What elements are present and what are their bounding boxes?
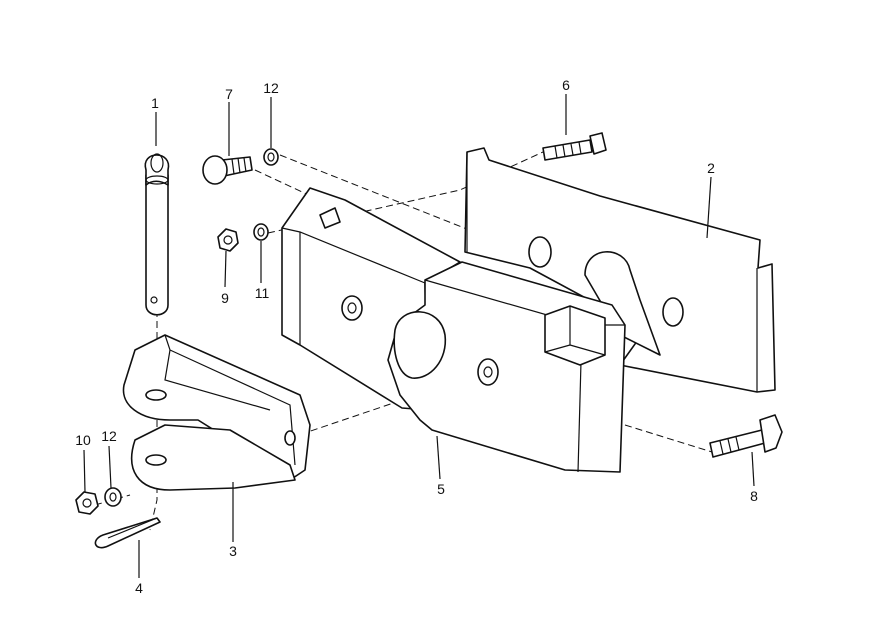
label-part-7: 7 — [225, 86, 233, 102]
bolt-part-6 — [542, 132, 607, 161]
label-part-5: 5 — [437, 481, 445, 497]
weight-block-part-5 — [387, 261, 626, 473]
label-part-12-lower: 12 — [101, 428, 117, 444]
label-part-1: 1 — [151, 95, 159, 111]
bracket-part-3 — [122, 334, 311, 491]
label-part-11: 11 — [255, 285, 270, 301]
washer-part-12-upper — [263, 148, 279, 166]
bolt-part-7 — [202, 155, 253, 185]
label-part-9: 9 — [221, 290, 229, 306]
label-part-10: 10 — [75, 432, 91, 448]
washer-part-11 — [253, 223, 269, 241]
cotter-pin-part-4 — [94, 517, 161, 549]
label-part-6: 6 — [562, 77, 570, 93]
label-part-12-upper: 12 — [263, 80, 279, 96]
bolt-part-8 — [709, 414, 783, 458]
nut-part-9 — [217, 228, 239, 252]
plate-part-2 — [464, 147, 776, 393]
leader-lines — [83, 94, 755, 578]
label-part-8: 8 — [750, 488, 758, 504]
pin-part-1 — [144, 153, 170, 316]
label-part-3: 3 — [229, 543, 237, 559]
label-part-4: 4 — [135, 580, 143, 596]
nut-part-10 — [75, 491, 99, 515]
label-part-2: 2 — [707, 160, 715, 176]
washer-part-12-lower — [104, 487, 122, 507]
